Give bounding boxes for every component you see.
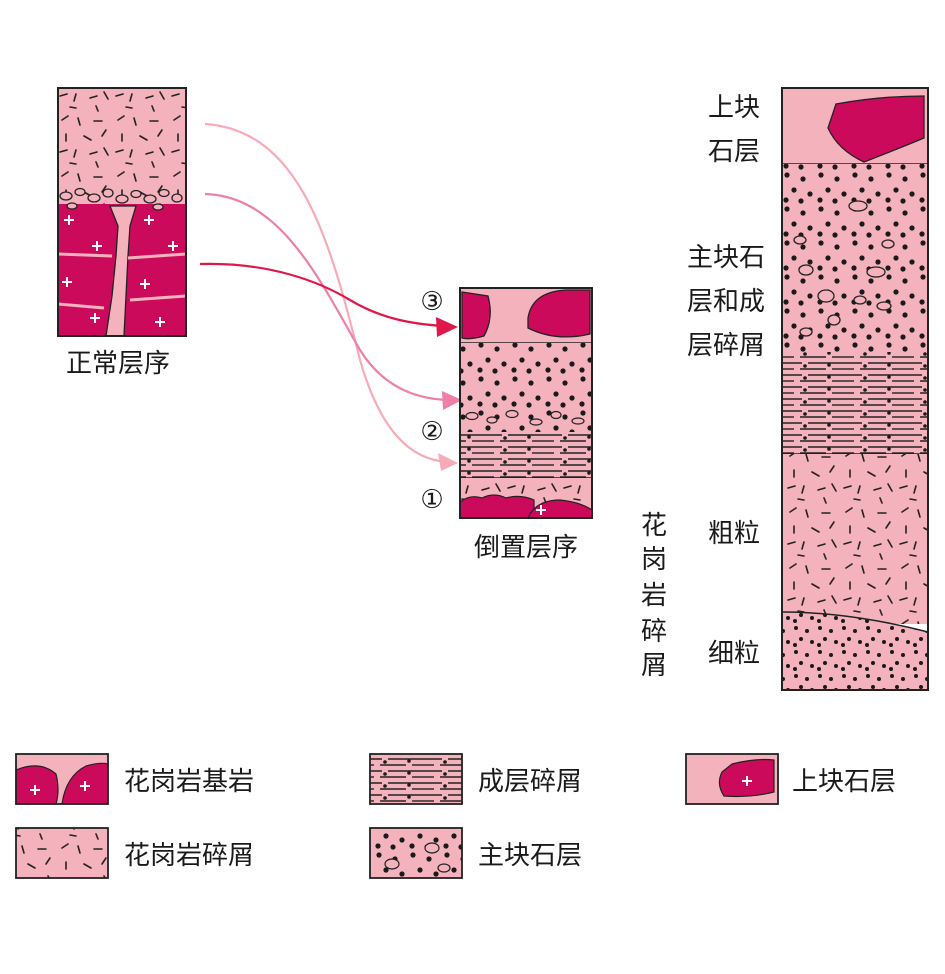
legend-granite-bedrock: 花岗岩基岩 <box>15 753 254 805</box>
legend: 花岗岩基岩 成层碎屑 上块石层 花岗岩碎屑 <box>15 753 896 879</box>
coarse-label: 粗粒 <box>708 519 760 549</box>
arrow-2-head <box>442 391 462 410</box>
legend-granite-debris-label: 花岗岩碎屑 <box>124 841 254 871</box>
joint-horizontal <box>129 294 187 302</box>
normal-sequence-label: 正常层序 <box>66 349 170 379</box>
legend-upper-block: 上块石层 <box>685 753 896 805</box>
normal-sequence-column: 正常层序 <box>57 87 187 379</box>
top-label-line-2: 石层 <box>708 137 760 167</box>
arrow-1-head <box>438 453 458 471</box>
debris-label-char-5: 屑 <box>641 651 667 681</box>
debris-label-char-3: 岩 <box>641 581 667 611</box>
large-block <box>827 95 925 163</box>
legend-main-block: 主块石层 <box>369 827 582 879</box>
joint-horizontal <box>57 252 113 258</box>
marker-2: ② <box>420 417 443 447</box>
main-label-line-2: 层和成 <box>687 287 765 317</box>
joint-horizontal <box>127 252 187 260</box>
main-block-dots-layer <box>460 343 592 408</box>
gravel-band <box>59 187 183 211</box>
main-block-layer <box>782 164 928 352</box>
legend-main-block-label: 主块石层 <box>478 841 582 871</box>
transfer-arrows <box>199 122 453 464</box>
fine-label: 细粒 <box>708 639 760 669</box>
full-section-column: 上块 石层 主块石 层和成 层碎屑 花 岗 岩 碎 屑 粗粒 细粒 <box>641 87 929 691</box>
debris-label-char-2: 岗 <box>641 545 667 575</box>
pebbles <box>793 200 895 337</box>
bedrock-right <box>527 499 593 519</box>
top-label-line-1: 上块 <box>708 93 760 123</box>
inverted-sequence-column: ① ② ③ 倒置层序 <box>420 287 593 563</box>
bedded-debris-layer <box>782 352 928 454</box>
coarse-debris-layer <box>782 454 928 624</box>
arrow-3-head <box>436 317 458 337</box>
block-right <box>527 289 591 338</box>
main-label-line-3: 层碎屑 <box>687 331 765 361</box>
bedrock-left <box>459 494 535 519</box>
granite-debris-layer <box>58 88 186 206</box>
joint-horizontal <box>57 302 105 310</box>
arrow-1 <box>204 122 449 464</box>
bedded-debris-layer <box>460 432 592 478</box>
block-left <box>461 291 491 340</box>
marker-3: ③ <box>420 287 443 317</box>
arrow-3 <box>199 262 445 328</box>
legend-bedded-debris: 成层碎屑 <box>369 753 582 805</box>
inverted-sequence-label: 倒置层序 <box>474 533 578 563</box>
main-block-gravel-layer <box>460 408 592 432</box>
main-label-line-1: 主块石 <box>687 243 765 273</box>
legend-granite-bedrock-label: 花岗岩基岩 <box>124 767 254 797</box>
fine-debris-layer <box>782 612 928 690</box>
legend-granite-debris: 花岗岩碎屑 <box>15 827 254 879</box>
debris-label-char-4: 碎 <box>641 617 667 647</box>
legend-upper-block-label: 上块石层 <box>792 767 896 797</box>
arrow-2 <box>204 192 453 402</box>
plus-marks <box>62 215 178 327</box>
debris-label-char-1: 花 <box>641 511 667 541</box>
marker-1: ① <box>420 485 443 515</box>
legend-bedded-debris-label: 成层碎屑 <box>478 767 582 797</box>
